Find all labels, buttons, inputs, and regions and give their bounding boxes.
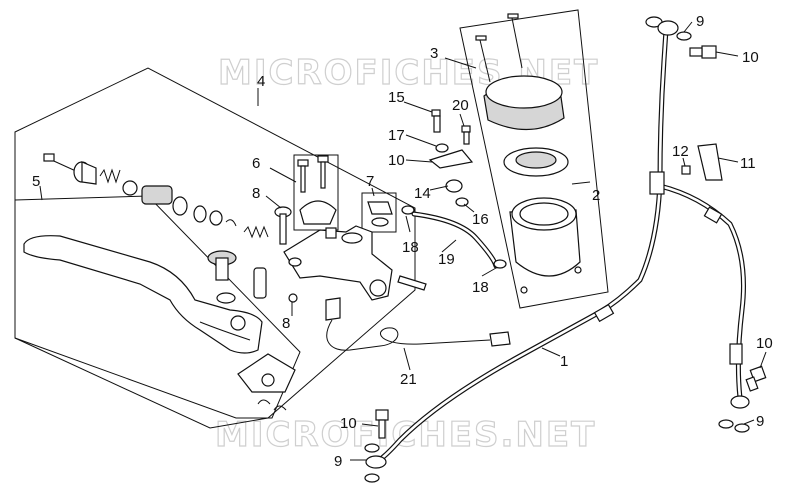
reservoir-hose <box>401 205 507 269</box>
reservoir-fittings <box>428 109 474 207</box>
brake-switch <box>367 201 393 227</box>
callout-7: 7 <box>366 173 374 190</box>
bolt-8-upper <box>274 206 292 245</box>
brake-lever <box>23 235 263 354</box>
callout-13: 12 <box>672 143 689 160</box>
master-cylinder-body <box>283 225 427 303</box>
callout-21: 21 <box>400 371 417 388</box>
reservoir-assembly <box>475 13 582 294</box>
callout-15: 15 <box>388 89 405 106</box>
callout-10-bottom: 10 <box>340 415 357 432</box>
callout-2: 2 <box>592 187 600 204</box>
banjo-fittings <box>364 16 750 483</box>
clamp-bolts <box>297 155 337 225</box>
switch-cable <box>325 297 511 351</box>
brake-hose-main <box>373 27 669 465</box>
callout-10-top: 10 <box>742 49 759 66</box>
callout-9-top: 9 <box>696 13 704 30</box>
callout-20: 20 <box>452 97 469 114</box>
pivot-pin <box>207 250 267 304</box>
callout-10-right: 10 <box>756 335 773 352</box>
callout-9-right: 9 <box>756 413 764 430</box>
callout-6: 6 <box>252 155 260 172</box>
callout-9-bottom: 9 <box>334 453 342 470</box>
callout-5: 5 <box>32 173 40 190</box>
callout-14: 14 <box>414 185 431 202</box>
banjo-bolts <box>375 45 767 439</box>
leader-lines <box>39 21 767 461</box>
callout-16: 16 <box>472 211 489 228</box>
callout-8-lower: 8 <box>282 315 290 332</box>
callout-18-left: 18 <box>402 239 419 256</box>
callout-1: 1 <box>560 353 568 370</box>
hose-bracket <box>681 143 723 181</box>
callout-8-upper: 8 <box>252 185 260 202</box>
callout-11: 10 <box>388 152 405 169</box>
group-frame-reservoir <box>459 9 609 309</box>
brake-hose-secondary <box>649 171 746 401</box>
callout-18-right: 18 <box>472 279 489 296</box>
lever-bracket <box>237 353 296 411</box>
callout-17: 17 <box>388 127 405 144</box>
group-frame-6 <box>293 154 339 231</box>
callout-3: 3 <box>430 45 438 62</box>
callout-19: 19 <box>438 251 455 268</box>
piston-assembly <box>43 153 269 239</box>
callout-4: 4 <box>257 73 265 90</box>
group-frame-7 <box>361 192 397 233</box>
callout-12: 11 <box>740 155 756 172</box>
group-frame-4 <box>14 67 416 429</box>
